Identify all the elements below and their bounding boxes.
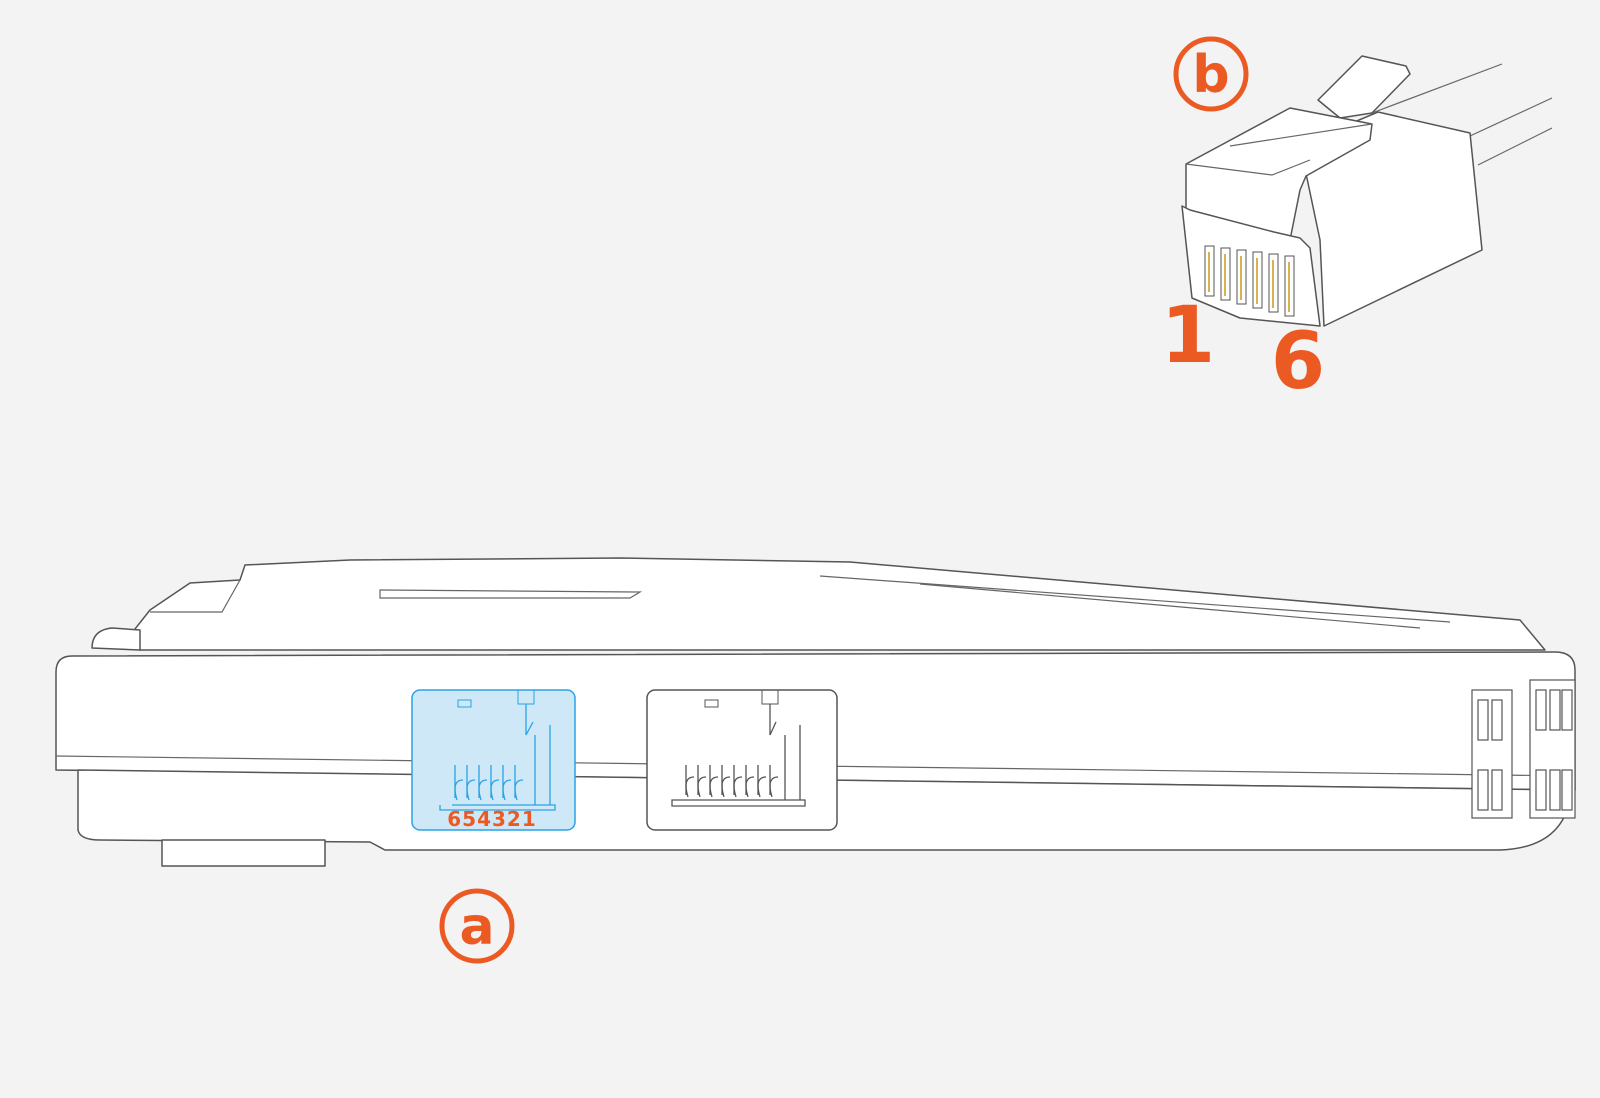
callout-circle-icon: [1173, 36, 1249, 112]
rj-plug: [1181, 55, 1553, 327]
plug-pin-6-label: 6: [1271, 317, 1325, 407]
rj-port-highlighted: 654321: [411, 689, 576, 831]
terminal-blocks: [1471, 679, 1576, 819]
plug-pin-1-label: 1: [1161, 291, 1215, 381]
device-foot: [161, 839, 326, 867]
rj-port-secondary: [646, 689, 838, 831]
port-pin-numbers: 654321: [447, 807, 537, 831]
plug-contacts: [1204, 245, 1295, 317]
callout-a-label: a: [459, 897, 494, 957]
callout-circle-icon: [439, 888, 515, 964]
callout-b-label: b: [1192, 45, 1229, 105]
callout-b: b: [1173, 36, 1249, 112]
callout-a: a: [439, 888, 515, 964]
